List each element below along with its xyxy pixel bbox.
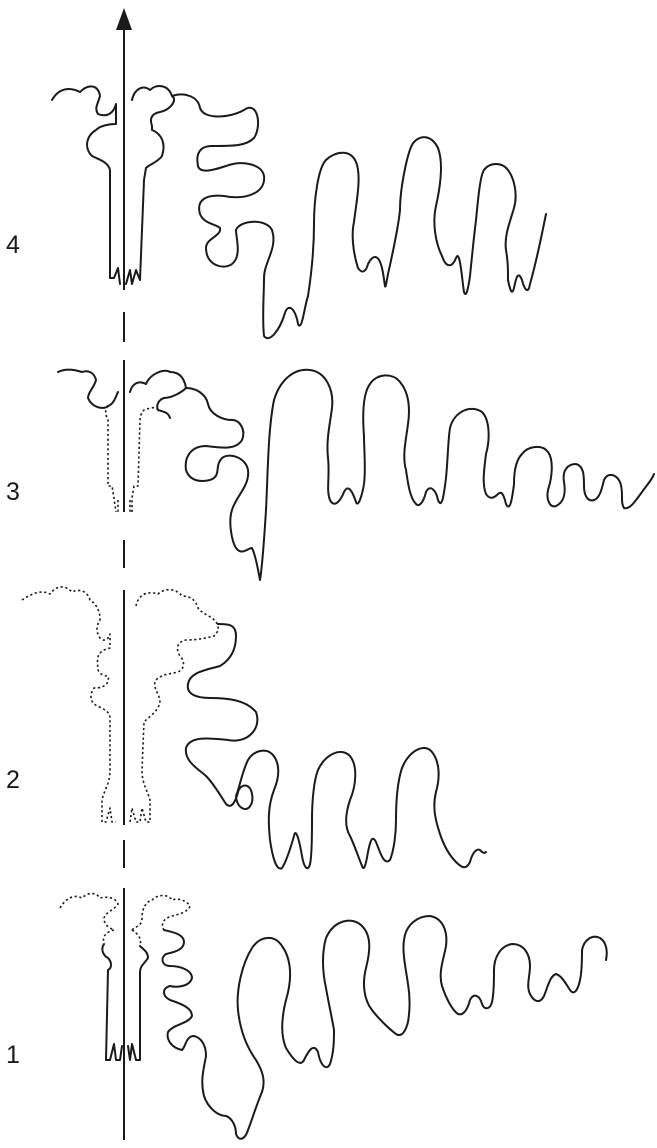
suture-line-4 bbox=[52, 86, 546, 338]
shaft-1-dotted-mid bbox=[103, 930, 140, 946]
shaft-1-right bbox=[128, 946, 148, 1060]
growth-axis bbox=[116, 8, 132, 1140]
suture-line-2 bbox=[22, 587, 486, 869]
row-label-3: 3 bbox=[6, 478, 20, 506]
shaft-1-left bbox=[102, 944, 122, 1060]
lobes-4 bbox=[172, 95, 546, 339]
suture-line-3 bbox=[58, 370, 654, 580]
lobes-3 bbox=[186, 370, 654, 580]
shaft-4-left bbox=[52, 86, 120, 284]
shaft-3-top-right bbox=[130, 371, 186, 418]
row-label-4: 4 bbox=[6, 231, 20, 259]
row-label-2: 2 bbox=[6, 766, 20, 794]
shaft-3-dotted bbox=[106, 406, 158, 512]
shaft-2-dotted-right bbox=[130, 590, 218, 822]
lobes-1 bbox=[163, 916, 607, 1139]
suture-line-1 bbox=[60, 894, 607, 1139]
shaft-1-dotted-left bbox=[60, 894, 118, 931]
shaft-3-top-left bbox=[58, 370, 118, 408]
arrowhead-icon bbox=[116, 8, 132, 30]
row-label-1: 1 bbox=[6, 1041, 20, 1069]
shaft-4-right bbox=[126, 86, 174, 284]
shaft-1-dotted-right bbox=[132, 896, 190, 931]
lobes-2 bbox=[186, 624, 486, 869]
shaft-2-dotted-left bbox=[22, 587, 116, 822]
